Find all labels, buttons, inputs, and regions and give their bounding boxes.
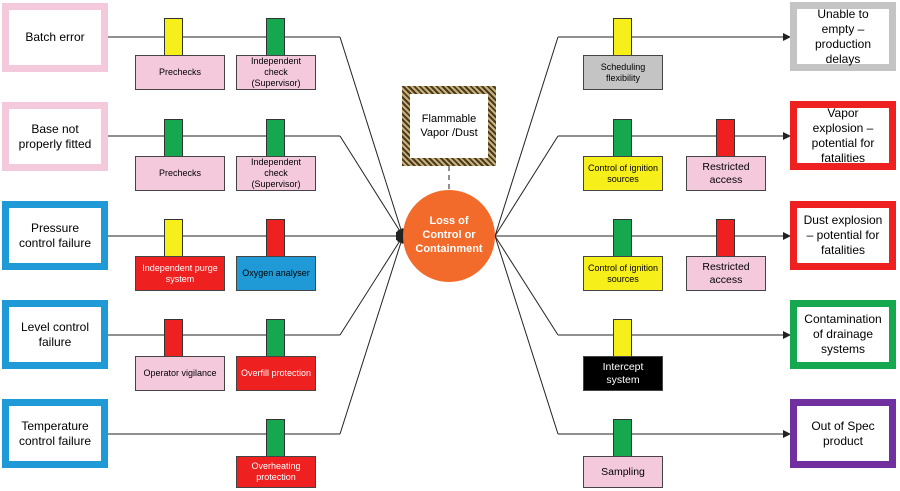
threat-connector <box>339 235 404 336</box>
barrier-indicator <box>266 319 285 357</box>
threat-temperature-control: Temperature control failure <box>2 399 108 468</box>
threat-batch-error: Batch error <box>2 3 108 72</box>
barrier-ignition-control: Control of ignition sources <box>583 256 663 291</box>
barrier-restricted-access: Restricted access <box>686 256 766 291</box>
barrier-label: Operator vigilance <box>143 368 217 379</box>
barrier-independent-check: Independent check (Supervisor) <box>236 55 316 90</box>
barrier-indicator <box>716 119 735 157</box>
threat-connector <box>339 36 405 237</box>
barrier-indicator <box>164 18 183 56</box>
barrier-indicator <box>613 18 632 56</box>
barrier-ignition-control: Control of ignition sources <box>583 156 663 191</box>
barrier-oxygen-analyser: Oxygen analyser <box>236 256 316 291</box>
barrier-label: Independent check (Supervisor) <box>250 56 302 88</box>
threat-label: Pressure control failure <box>18 220 92 250</box>
barrier-label: Oxygen analyser <box>242 268 310 279</box>
barrier-label: Restricted access <box>702 260 750 286</box>
barrier-label: Prechecks <box>158 168 202 179</box>
consequence-label: Out of Spec product <box>811 418 875 448</box>
consequence-vapor-explosion: Vapor explosion – potential for fataliti… <box>790 101 896 170</box>
barrier-label: Control of ignition sources <box>587 162 659 184</box>
barrier-restricted-access: Restricted access <box>686 156 766 191</box>
threat-label: Batch error <box>25 30 85 44</box>
barrier-label: Overheating protection <box>251 461 301 482</box>
barrier-overheating-protection: Overheating protection <box>236 456 316 488</box>
barrier-label: Independent check (Supervisor) <box>250 157 302 189</box>
barrier-scheduling-flexibility: Scheduling flexibility <box>583 55 663 90</box>
barrier-label: Restricted access <box>702 160 750 186</box>
barrier-indicator <box>266 119 285 157</box>
threat-label: Base not properly fitted <box>18 121 92 151</box>
barrier-indicator <box>613 219 632 257</box>
barrier-sampling: Sampling <box>583 456 663 488</box>
barrier-independent-purge: Independent purge system <box>135 256 225 291</box>
barrier-intercept-system: Intercept system <box>583 356 663 391</box>
barrier-overfill-protection: Overfill protection <box>236 356 316 391</box>
barrier-label: Sampling <box>601 465 645 478</box>
consequence-label: Vapor explosion – potential for fataliti… <box>811 105 875 165</box>
barrier-indicator <box>716 219 735 257</box>
barrier-indicator <box>613 319 632 357</box>
top-event-label: Loss of Control or Containment <box>415 215 483 255</box>
consequence-label: Contamination of drainage systems <box>804 312 882 356</box>
barrier-indicator <box>164 319 183 357</box>
barrier-prechecks: Prechecks <box>135 156 225 191</box>
barrier-independent-check: Independent check (Supervisor) <box>236 156 316 191</box>
threat-level-control: Level control failure <box>2 300 108 369</box>
barrier-indicator <box>613 119 632 157</box>
barrier-label: Prechecks <box>158 67 202 78</box>
consequence-label: Unable to empty – production delays <box>814 6 872 66</box>
hazard-box: Flammable Vapor /Dust <box>402 86 496 166</box>
consequence-drainage-contamination: Contamination of drainage systems <box>790 300 896 369</box>
barrier-label: Independent purge system <box>142 262 218 284</box>
consequence-production-delays: Unable to empty – production delays <box>790 2 896 71</box>
barrier-label: Scheduling flexibility <box>600 61 646 83</box>
barrier-label: Control of ignition sources <box>587 262 659 284</box>
barrier-indicator <box>164 219 183 257</box>
barrier-operator-vigilance: Operator vigilance <box>135 356 225 391</box>
barrier-indicator <box>266 419 285 457</box>
barrier-indicator <box>164 119 183 157</box>
hazard-label: Flammable Vapor /Dust <box>420 112 478 139</box>
consequence-connector <box>494 235 559 336</box>
consequence-connector <box>494 36 559 237</box>
barrier-indicator <box>266 219 285 257</box>
consequence-dust-explosion: Dust explosion – potential for fatalitie… <box>790 201 896 270</box>
consequence-connector <box>494 235 559 435</box>
consequence-out-of-spec: Out of Spec product <box>790 399 896 468</box>
barrier-indicator <box>613 419 632 457</box>
threat-pressure-control: Pressure control failure <box>2 201 108 270</box>
top-event-circle: Loss of Control or Containment <box>403 190 495 282</box>
barrier-prechecks: Prechecks <box>135 55 225 90</box>
consequence-label: Dust explosion – potential for fatalitie… <box>803 213 883 257</box>
barrier-label: Intercept system <box>602 360 644 386</box>
barrier-label: Overfill protection <box>240 368 312 379</box>
threat-base-not-fitted: Base not properly fitted <box>2 102 108 171</box>
threat-connector <box>339 235 405 435</box>
threat-label: Level control failure <box>20 319 90 349</box>
consequence-connector <box>494 135 559 237</box>
threat-connector <box>339 135 404 237</box>
barrier-indicator <box>266 18 285 56</box>
threat-label: Temperature control failure <box>18 418 92 448</box>
